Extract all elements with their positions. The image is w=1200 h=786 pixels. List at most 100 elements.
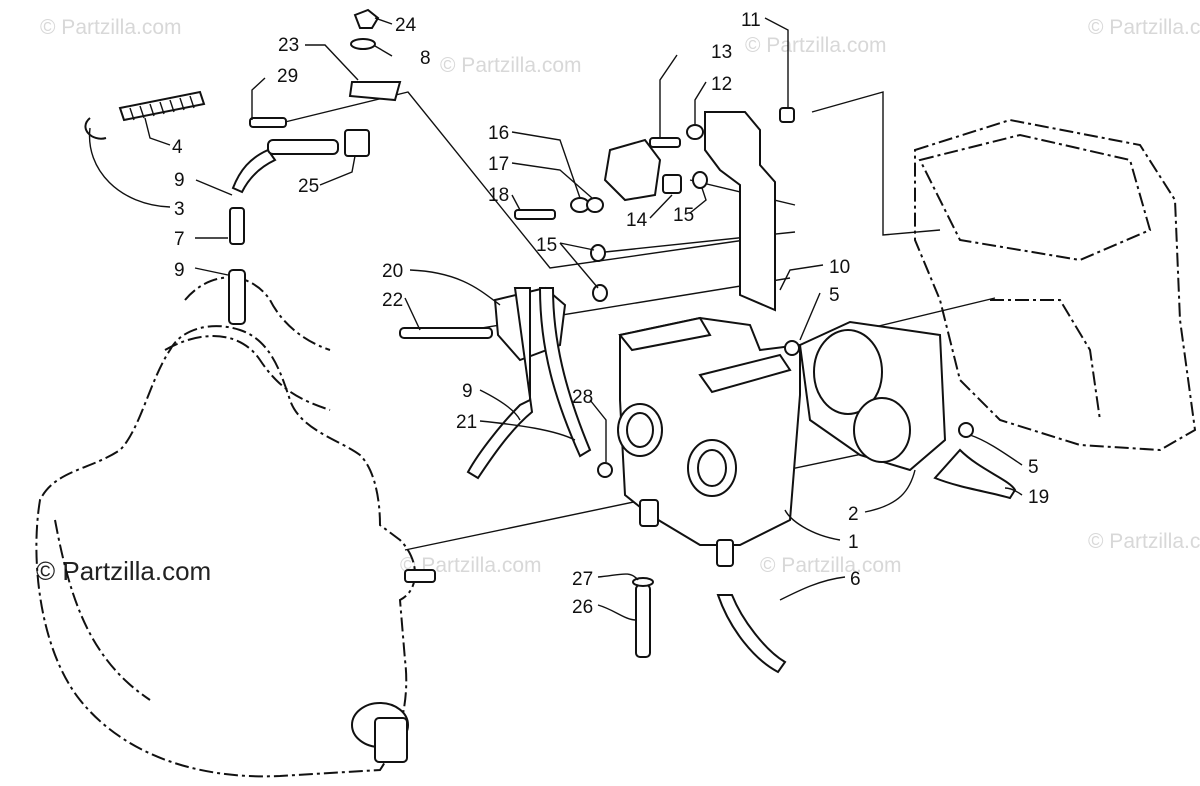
callout-18: 18	[488, 185, 509, 206]
callout-28: 28	[572, 387, 593, 408]
callout-15-lower: 15	[536, 235, 557, 256]
airbox-phantom	[914, 118, 1197, 452]
callout-24: 24	[395, 15, 417, 36]
ref-line-airbox	[811, 91, 941, 236]
bushing	[662, 174, 682, 194]
intake-silencer	[784, 320, 1017, 500]
clamp-27	[632, 577, 654, 587]
callout-21: 21	[456, 412, 477, 433]
hose-upper	[231, 148, 277, 194]
fuel-pump-rear	[603, 138, 662, 202]
washer	[350, 38, 376, 50]
watermark-carb-bottom: © Partzilla.com	[760, 554, 902, 577]
silencer-port-lower	[853, 397, 911, 463]
carb-top-right	[698, 353, 792, 394]
grommet-lower	[592, 284, 608, 302]
carb-top-left	[618, 316, 712, 352]
callout-2: 2	[848, 504, 859, 525]
callout-9-lower: 9	[174, 260, 185, 281]
callout-1: 1	[848, 532, 859, 553]
callout-23: 23	[278, 35, 299, 56]
callout-26: 26	[572, 597, 593, 618]
callout-17: 17	[488, 154, 509, 175]
nut-11	[779, 107, 795, 123]
hose-9-lower	[466, 287, 534, 480]
callout-19: 19	[1028, 487, 1049, 508]
callout-3: 3	[174, 199, 185, 220]
engine-head	[164, 335, 331, 411]
callout-13: 13	[711, 42, 732, 63]
hose-lower	[228, 269, 246, 325]
airbox-channel	[990, 299, 1101, 421]
callout-11: 11	[741, 10, 761, 31]
callout-10: 10	[829, 257, 850, 278]
callout-9-pump: 9	[462, 381, 473, 402]
watermark-top-left: © Partzilla.com	[40, 16, 182, 39]
callout-22: 22	[382, 290, 403, 311]
grommet-mid	[590, 244, 606, 262]
engine-shaft-end	[374, 717, 408, 763]
engine-head-top	[184, 276, 331, 351]
carb-intake-right-inner	[697, 449, 727, 487]
watermark-engine: © Partzilla.com	[36, 556, 211, 586]
ref-line-bracket	[284, 91, 746, 269]
watermark-top-mid: © Partzilla.com	[440, 54, 582, 77]
callout-14: 14	[626, 210, 648, 231]
bracket-plate	[348, 81, 402, 102]
throttle-hardware	[84, 8, 402, 325]
fuel-valve	[344, 129, 370, 157]
nut	[353, 8, 380, 29]
spring-coils	[129, 95, 195, 121]
bolt-13	[649, 137, 681, 148]
callout-12: 12	[711, 74, 732, 95]
callout-4: 4	[172, 137, 183, 158]
callout-25: 25	[298, 176, 319, 197]
callout-6: 6	[850, 569, 861, 590]
callout-7: 7	[174, 229, 185, 250]
screw	[249, 117, 287, 128]
callout-16: 16	[488, 123, 509, 144]
carburetor-assembly	[597, 316, 801, 567]
hose-26	[635, 584, 651, 658]
mounting-bracket	[704, 111, 776, 312]
clamp-28	[597, 462, 613, 478]
carb-intake-left-inner	[626, 412, 654, 448]
engine-phantom	[35, 276, 436, 778]
silencer-port-upper	[813, 329, 883, 415]
pump-bolt	[399, 327, 493, 339]
callout-5-lower: 5	[1028, 457, 1039, 478]
carb-drain-left	[639, 499, 659, 527]
engine-inner	[54, 519, 151, 701]
engine-intake-stub	[404, 569, 436, 583]
callout-27: 27	[572, 569, 593, 590]
screw-5-lower	[958, 422, 974, 438]
callout-5-upper: 5	[829, 285, 840, 306]
lower-parts	[632, 577, 787, 674]
watermark-top-right: © Partzilla.com	[745, 34, 887, 57]
snap-ring	[84, 117, 107, 140]
callout-9-upper: 9	[174, 170, 185, 191]
grommet-upper	[692, 171, 708, 189]
carb-drain-right	[716, 539, 734, 567]
callout-20: 20	[382, 261, 403, 282]
callout-15-upper: 15	[673, 205, 694, 226]
bolt-18	[514, 209, 556, 220]
airbox-lid	[918, 133, 1152, 262]
hose-6	[716, 594, 787, 674]
washer-17	[586, 197, 604, 213]
watermark-right-bottom: © Partzilla.com	[1088, 530, 1200, 553]
washer-12	[686, 124, 704, 140]
hose-21	[538, 287, 592, 458]
leader-lines	[88, 17, 1023, 621]
callout-8: 8	[420, 48, 431, 69]
bracket-assembly	[399, 107, 795, 480]
fuel-filter	[229, 207, 245, 245]
hose-mid	[267, 139, 339, 155]
watermark-far-right: © Partzilla.com	[1088, 16, 1200, 39]
callout-29: 29	[277, 66, 298, 87]
strap-19	[933, 448, 1017, 500]
watermarks: © Partzilla.com © Partzilla.com © Partzi…	[36, 16, 1200, 586]
airbox-body	[914, 118, 1197, 452]
screw-5-upper	[784, 340, 800, 356]
